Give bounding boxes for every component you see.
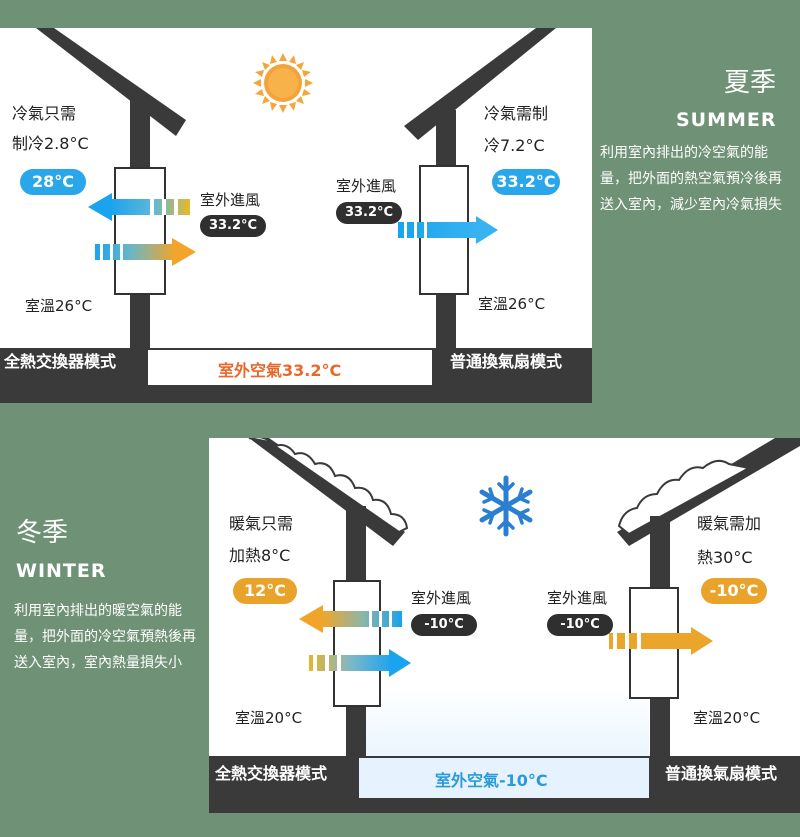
summer-diagram: 冷氣只需 制冷2.8°C 28°C 室外進風 33.2°C 室溫26°C 全熱交… (0, 28, 592, 403)
winter-description: 利用室內排出的暖空氣的能量，把外面的冷空氣預熱後再送入室內，室內熱量損失小 (14, 603, 196, 671)
sun-icon (253, 53, 313, 113)
right-outdoor-label: 室外進風 (547, 589, 608, 607)
right-note-line1: 暖氣需加 (697, 514, 762, 533)
right-room-temp: 室溫20°C (693, 709, 761, 727)
left-note-line2: 制冷2.8°C (12, 134, 89, 153)
right-indoor-badge: -10°C (701, 578, 767, 604)
winter-title: 冬季 (16, 518, 69, 548)
right-outdoor-badge: 33.2°C (336, 202, 402, 224)
left-outdoor-badge: -10°C (411, 614, 477, 636)
exhaust-air-arrow (95, 238, 196, 266)
left-note-line1: 暖氣只需 (229, 514, 294, 533)
left-outdoor-label: 室外進風 (411, 589, 472, 607)
summer-title: 夏季 (724, 68, 777, 98)
left-note-line2: 加熱8°C (229, 546, 291, 565)
left-mode-label: 全熱交換器模式 (215, 764, 328, 783)
outdoor-air-label: 室外空氣-10°C (435, 771, 548, 790)
summer-illustration (0, 28, 592, 403)
outdoor-air-label: 室外空氣33.2°C (218, 361, 342, 380)
supply-air-arrow (299, 605, 402, 633)
right-mode-label: 普通換氣扇模式 (665, 764, 778, 783)
winter-diagram: 暖氣只需 加熱8°C 12°C 室外進風 -10°C 室溫20°C 全熱交換器模… (209, 438, 800, 813)
right-room-temp: 室溫26°C (478, 295, 546, 313)
left-outdoor-label: 室外進風 (200, 191, 261, 209)
right-note-line2: 熱30°C (697, 548, 753, 567)
fan-air-arrow (398, 216, 498, 244)
right-mode-label: 普通換氣扇模式 (450, 352, 563, 371)
fan-air-arrow (609, 627, 713, 655)
right-note-line1: 冷氣需制 (484, 104, 549, 123)
right-outdoor-badge: -10°C (547, 614, 613, 636)
summer-subtitle: SUMMER (676, 109, 777, 131)
right-note-line2: 冷7.2°C (484, 136, 545, 155)
left-room-temp: 室溫20°C (235, 709, 303, 727)
snowflake-icon (479, 475, 533, 537)
left-outdoor-badge: 33.2°C (200, 215, 266, 237)
right-indoor-badge: 33.2°C (492, 169, 560, 195)
left-indoor-badge: 28°C (20, 169, 86, 195)
winter-subtitle: WINTER (16, 560, 107, 582)
exhaust-air-arrow (309, 649, 411, 677)
left-room-temp: 室溫26°C (25, 297, 93, 315)
right-outdoor-label: 室外進風 (336, 177, 397, 195)
left-note-line1: 冷氣只需 (12, 104, 77, 123)
left-indoor-badge: 12°C (233, 578, 297, 604)
supply-air-arrow (88, 193, 190, 221)
winter-illustration (209, 438, 800, 813)
summer-description: 利用室內排出的冷空氣的能量，把外面的熱空氣預冷後再送入室內，減少室內冷氣損失 (600, 145, 782, 213)
left-mode-label: 全熱交換器模式 (4, 352, 117, 371)
